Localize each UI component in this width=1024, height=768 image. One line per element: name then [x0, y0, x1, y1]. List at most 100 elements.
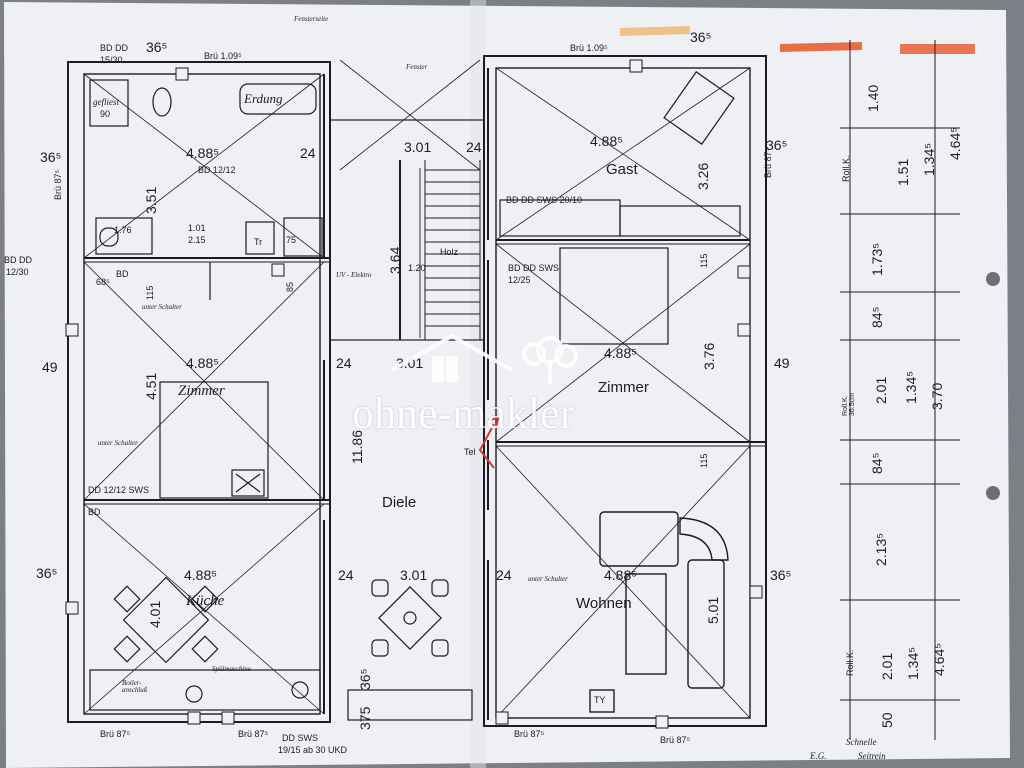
dim-bd-1212: BD 12/12 [198, 165, 236, 175]
bathtub-label: gefliest [93, 97, 119, 107]
dim-365: 36⁵ [766, 137, 788, 153]
watermark-brand: ohne-makler [352, 389, 575, 438]
right-dim: 1.73⁵ [869, 242, 885, 276]
annotation-boiler: Boiler- anschluß [122, 679, 148, 694]
annotation-spulmaschine: Spülmaschine [212, 665, 251, 673]
annotation-unter-schalter: unter Schalter [528, 575, 568, 583]
right-dim: 84⁵ [869, 306, 885, 328]
house-logo-icon [391, 333, 578, 384]
dim-375: 375 [357, 706, 373, 730]
dim-115: 115 [145, 285, 155, 300]
dim-kitchen-height: 4.01 [147, 600, 163, 628]
dim-365: 36⁵ [146, 39, 168, 55]
dim-bru-bottom: Brü 87⁵ [100, 729, 131, 739]
dim-365: 36⁵ [357, 668, 373, 690]
dim-85: 85 [285, 281, 295, 292]
dim-bd-dd-2: 15/30 [100, 55, 123, 65]
dim-dd-1212-sws: DD 12/12 SWS [88, 485, 150, 495]
right-dim: 50 [879, 712, 895, 728]
dim-365: 36⁵ [690, 29, 712, 45]
dim-24: 24 [338, 567, 354, 583]
right-roll-k: Roll.K. [841, 155, 851, 182]
dim-room-right-bd: BD DD SWS [508, 263, 560, 273]
dim-stair-120: 1.20 [408, 263, 426, 273]
stair-holz: Holz [440, 247, 459, 257]
dim-bd-dd-2: 12/30 [6, 267, 29, 277]
dim-bru-top-right: Brü 1.09⁵ [570, 43, 608, 53]
hall-label: Diele [382, 494, 417, 511]
dim-bath-height: 3.51 [143, 186, 159, 214]
dim-bru-side: Brü 87⁵ [763, 147, 773, 178]
dim-guest-width: 4.88⁵ [590, 133, 624, 149]
dim-room-left-width: 4.88⁵ [186, 355, 220, 371]
dim-bru-side: Brü 87⁵ [53, 169, 63, 200]
dim-24: 24 [300, 145, 316, 161]
dim-room-right-bd-2: 12/25 [508, 275, 531, 285]
right-dim: 1.34⁵ [921, 142, 937, 176]
kitchen-label: Küche [186, 593, 225, 609]
dim-24: 24 [336, 355, 352, 371]
punch-hole [986, 272, 1000, 286]
annotation-tel: Tel [464, 447, 476, 457]
annotation-fenster: Fenster [406, 63, 428, 71]
dim-49: 49 [774, 355, 790, 371]
right-dim: 1.34⁵ [903, 370, 919, 404]
right-dim: 1.34⁵ [905, 646, 921, 680]
annotation-unter-schalter: unter Schalter [142, 303, 182, 311]
dim-bd: BD [88, 507, 101, 517]
dim-bru-top-left: Brü 1.09⁵ [204, 51, 242, 61]
dim-kitchen-width: 4.88⁵ [184, 567, 218, 583]
dim-365: 36⁵ [40, 149, 62, 165]
dim-bd-dd-sws: BD DD SWS 20/10 [506, 195, 583, 205]
annotation-ty: TY [594, 695, 606, 705]
dim-room-right-height: 3.76 [701, 342, 717, 370]
right-roll-k-bottom: Roll.K. [845, 649, 855, 676]
right-dim: 2.01 [879, 652, 895, 680]
annotation-uv-elektro: UV - Elektro [336, 271, 372, 279]
dim-bru-bottom: Brü 87⁵ [238, 729, 269, 739]
dim-365: 36⁵ [770, 567, 792, 583]
dim-75: 75 [286, 235, 297, 245]
room-right-label: Zimmer [598, 379, 649, 396]
dim-living-width: 4.88⁵ [604, 567, 638, 583]
punch-hole [986, 486, 1000, 500]
right-dim: 2.01 [873, 376, 889, 404]
annotation-schnelle: Schnelle [846, 737, 877, 747]
dim-bath-width: 4.88⁵ [186, 145, 220, 161]
annotation-seitrein: Seitrein [858, 751, 886, 761]
dim-24: 24 [466, 139, 482, 155]
right-dim: 4.64⁵ [947, 126, 963, 160]
dim-685: 68⁵ [96, 277, 110, 287]
right-dim: 1.51 [895, 158, 911, 186]
dim-301: 3.01 [404, 139, 432, 155]
dim-room-left-height: 4.51 [143, 372, 159, 400]
dim-215: 2.15 [188, 235, 206, 245]
dryer-label: Tr [254, 237, 263, 247]
dim-bd: BD [116, 269, 129, 279]
dim-bottom-dd-sws: DD SWS [282, 733, 318, 743]
right-dim: 84⁵ [869, 452, 885, 474]
right-dim: 2.13⁵ [873, 532, 889, 566]
bath-label: Erdung [244, 91, 283, 106]
dim-room-right-width: 4.88⁵ [604, 345, 638, 361]
dim-24: 24 [496, 567, 512, 583]
dim-guest-height: 3.26 [695, 162, 711, 190]
right-dim: 3.70 [929, 382, 945, 410]
annotation-eg: E.G. [810, 751, 827, 761]
dim-bottom-dd-sws-2: 19/15 ab 30 UKD [278, 745, 348, 755]
guest-room-label: Gast [606, 161, 638, 178]
right-dim: 1.40 [865, 84, 881, 112]
dim-115: 115 [699, 453, 709, 468]
dim-bru-bottom: Brü 87⁵ [514, 729, 545, 739]
bathtub-size: 90 [100, 109, 111, 119]
room-left-label: Zimmer [178, 383, 225, 399]
dim-bru-bottom: Brü 87⁵ [660, 735, 691, 745]
dim-101: 1.01 [188, 223, 206, 233]
living-room-label: Wohnen [576, 595, 632, 612]
dim-176: 1.76 [114, 225, 132, 235]
dim-bd-dd: BD DD [4, 255, 33, 265]
dim-living-height: 5.01 [705, 596, 721, 624]
right-dim: 4.64⁵ [931, 642, 947, 676]
